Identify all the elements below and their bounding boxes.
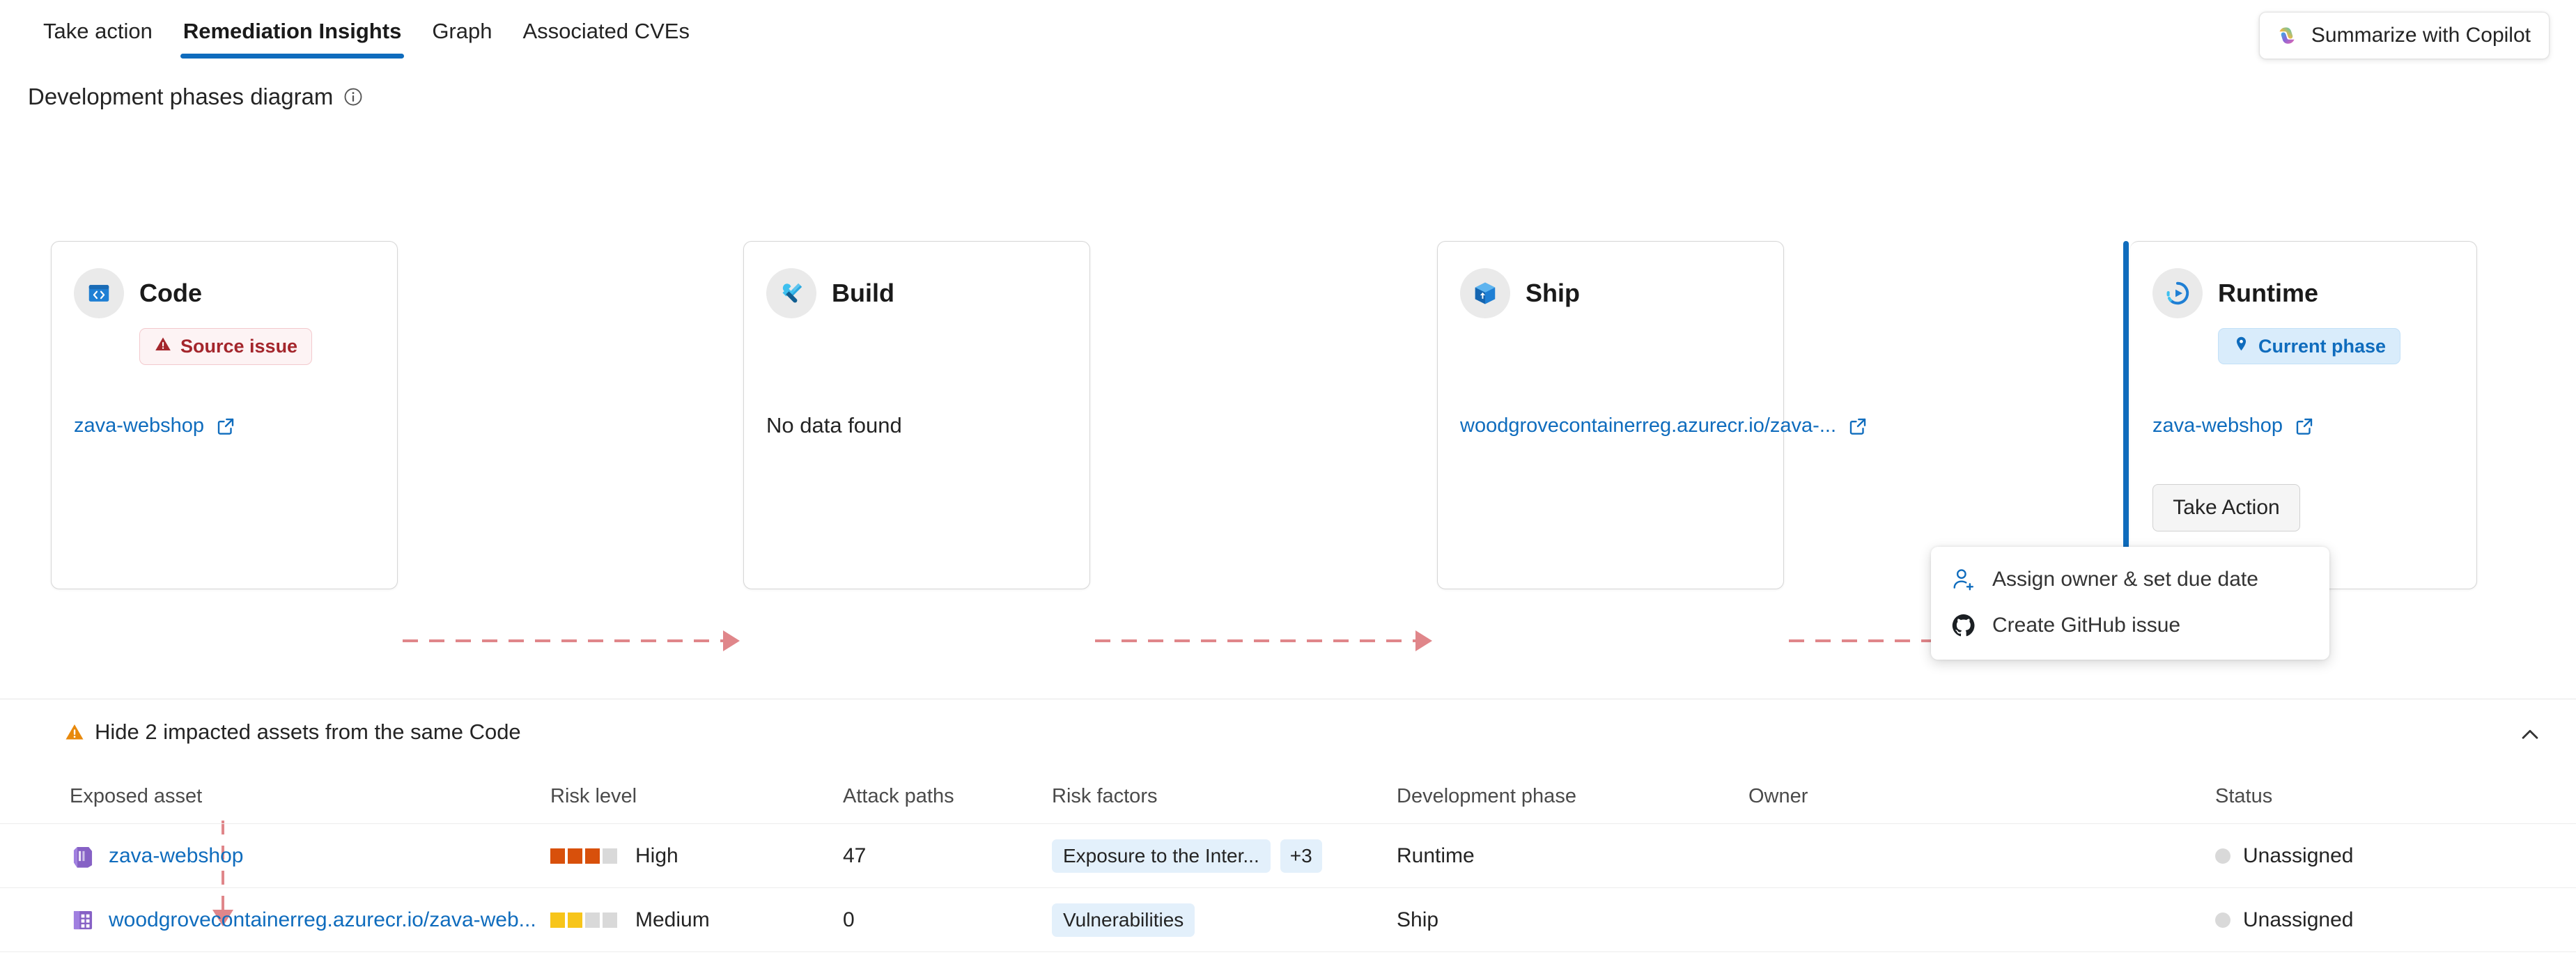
risk-level-bars [550,848,617,864]
menu-item-create-github-issue-label: Create GitHub issue [1992,614,2181,637]
location-pin-icon [2233,335,2250,357]
phase-card-ship[interactable]: Ship woodgrovecontainerreg.azurecr.io/za… [1437,241,1866,589]
copilot-button-label: Summarize with Copilot [2311,24,2531,47]
status-badge-current-phase: Current phase [2218,328,2401,364]
cell-risk-level: High [550,844,843,868]
cell-status: Unassigned [2215,844,2576,868]
risk-factor-more-chip[interactable]: +3 [1280,839,1322,873]
cell-development-phase: Runtime [1397,844,1475,867]
summarize-with-copilot-button[interactable]: Summarize with Copilot [2258,12,2550,59]
cell-development-phase: Ship [1397,908,1439,931]
column-header-status: Status [2215,785,2273,807]
impacted-assets-toggle[interactable]: Hide 2 impacted assets from the same Cod… [64,720,521,745]
tab-bar: Take action Remediation Insights Graph A… [0,0,2576,70]
status-label: Unassigned [2243,844,2354,867]
page-title: Development phases diagram [28,84,364,110]
cell-attack-paths: 0 [843,908,855,931]
cell-exposed-asset: woodgrovecontainerreg.azurecr.io/zava-we… [0,907,550,933]
runtime-icon [2152,268,2203,318]
risk-level-bars [550,912,617,928]
warning-triangle-icon [154,335,172,358]
phase-empty-state-build: No data found [766,413,902,437]
tab-take-action[interactable]: Take action [43,19,153,43]
cell-risk-factors: Exposure to the Inter... +3 [1052,839,1397,873]
phase-header-ship: Ship [1438,242,1783,318]
cell-attack-paths: 47 [843,844,867,867]
phase-link-code-label: zava-webshop [74,414,204,437]
cell-risk-level: Medium [550,908,843,932]
risk-factor-chip[interactable]: Vulnerabilities [1052,903,1195,937]
tools-icon [766,268,816,318]
connector-build-to-ship [1095,630,1432,651]
person-add-icon [1950,566,1977,593]
column-header-exposed-asset: Exposed asset [70,785,203,807]
phase-card-build[interactable]: Build No data found [743,241,1090,589]
external-link-icon [2294,416,2315,437]
cell-status: Unassigned [2215,908,2576,932]
external-link-icon [215,416,236,437]
external-link-icon [1847,416,1868,437]
table-row[interactable]: zava-webshop High 47 Exposure to the Int… [0,824,2576,888]
copilot-icon [2275,24,2299,47]
phase-link-ship[interactable]: woodgrovecontainerreg.azurecr.io/zava-..… [1460,413,1866,439]
phase-card-runtime[interactable]: Runtime Current phase zava-webshop Take … [2123,241,2477,589]
risk-level-label: High [635,844,678,867]
phase-link-code[interactable]: zava-webshop [74,413,366,439]
menu-item-assign-owner-label: Assign owner & set due date [1992,568,2258,591]
take-action-button[interactable]: Take Action [2152,484,2300,531]
phase-card-code[interactable]: Code Source issue zava-webshop [51,241,398,589]
status-badge-source-issue: Source issue [139,328,313,365]
phase-title-ship: Ship [1526,279,1580,307]
status-dot-icon [2215,848,2230,864]
github-icon [1950,612,1977,639]
impacted-assets-header: Hide 2 impacted assets from the same Cod… [0,699,2576,766]
phase-title-runtime: Runtime [2218,279,2318,307]
section-title-text: Development phases diagram [28,84,334,109]
package-icon [1460,268,1510,318]
tab-associated-cves[interactable]: Associated CVEs [522,19,690,43]
phase-header-build: Build [744,242,1089,318]
cell-risk-factors: Vulnerabilities [1052,903,1397,937]
connector-code-to-assets [212,821,233,926]
column-header-risk-factors: Risk factors [1052,785,1158,807]
asset-link[interactable]: woodgrovecontainerreg.azurecr.io/zava-we… [109,908,536,931]
asset-link[interactable]: zava-webshop [109,844,244,867]
column-header-owner: Owner [1748,785,1808,807]
container-registry-icon [70,907,96,933]
table-header-row: Exposed asset Risk level Attack paths Ri… [0,770,2576,824]
menu-item-create-github-issue[interactable]: Create GitHub issue [1931,603,2329,648]
column-header-risk-level: Risk level [550,785,637,807]
warning-triangle-icon [64,722,85,743]
tab-remediation-insights[interactable]: Remediation Insights [168,15,417,59]
risk-factor-chip[interactable]: Exposure to the Inter... [1052,839,1271,873]
status-dot-icon [2215,912,2230,928]
table-row[interactable]: woodgrovecontainerreg.azurecr.io/zava-we… [0,888,2576,952]
current-phase-label: Current phase [2258,335,2387,357]
phase-link-runtime[interactable]: zava-webshop [2152,413,2445,439]
phase-title-code: Code [139,279,202,307]
connector-code-to-build [403,630,740,651]
take-action-context-menu: Assign owner & set due date Create GitHu… [1931,547,2329,660]
menu-item-assign-owner[interactable]: Assign owner & set due date [1931,557,2329,603]
chevron-up-icon[interactable] [2513,718,2547,752]
risk-level-label: Medium [635,908,710,931]
development-phases-diagram: Code Source issue zava-webshop [0,230,2576,926]
app-service-icon [70,843,96,869]
phase-title-build: Build [832,279,894,307]
code-window-icon [74,268,124,318]
column-header-attack-paths: Attack paths [843,785,954,807]
impacted-assets-label: Hide 2 impacted assets from the same Cod… [95,720,521,744]
impacted-assets-table: Exposed asset Risk level Attack paths Ri… [0,770,2576,952]
tab-graph[interactable]: Graph [432,19,492,43]
phase-header-code: Code [52,242,397,318]
status-label: Unassigned [2243,908,2354,931]
source-issue-label: Source issue [180,336,298,357]
phase-link-ship-label: woodgrovecontainerreg.azurecr.io/zava-..… [1460,414,1837,437]
cell-exposed-asset: zava-webshop [0,843,550,869]
phase-link-runtime-label: zava-webshop [2152,414,2283,437]
phase-header-runtime: Runtime [2130,242,2476,318]
column-header-development-phase: Development phase [1397,785,1576,807]
info-icon[interactable] [343,86,364,107]
